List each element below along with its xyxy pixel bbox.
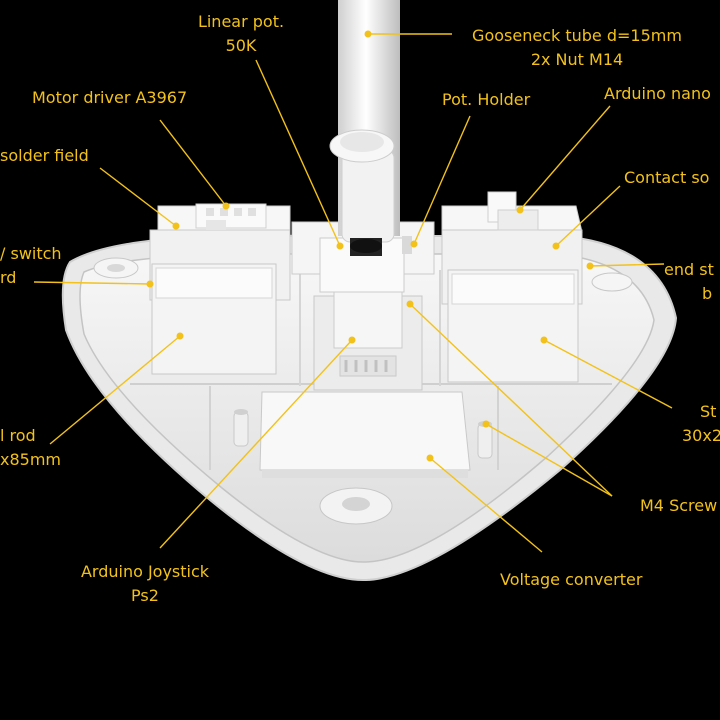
label-switch-line1: / switch: [0, 244, 62, 263]
label-pot-holder: Pot. Holder: [442, 90, 531, 109]
leader-rod: [49, 335, 181, 445]
leader-solder-field: [99, 167, 177, 227]
label-gooseneck-line1: Gooseneck tube d=15mm: [472, 26, 682, 45]
leader-switch: [33, 281, 151, 285]
gooseneck-tube: [329, 0, 400, 256]
leader-motor-driver: [159, 119, 227, 207]
label-stepper-line2: 30x2: [682, 426, 720, 445]
label-end-stop: end st b: [664, 258, 714, 306]
leader-endpoints: [146, 30, 594, 462]
label-linear-pot: Linear pot. 50K: [176, 10, 306, 58]
label-stepper-line1: St: [700, 402, 717, 421]
voltage-converter-box: [259, 391, 471, 478]
label-gooseneck-line2: 2x Nut M14: [530, 50, 624, 69]
label-solder-field: solder field: [0, 146, 89, 165]
label-linear-pot-line1: Linear pot.: [197, 12, 285, 31]
label-contact-solder: Contact so: [624, 168, 710, 187]
leader-pot-holder: [413, 115, 471, 245]
leader-m4-screw-a: [409, 303, 613, 497]
label-rod: l rod x85mm: [0, 424, 61, 472]
leader-stepper: [543, 339, 673, 409]
mounting-bosses: [93, 257, 633, 525]
leader-contact-solder: [555, 185, 621, 247]
label-voltage-converter: Voltage converter: [500, 570, 643, 589]
label-rod-line1: l rod: [0, 426, 36, 445]
right-stepper-box: [447, 269, 579, 383]
label-joystick: Arduino Joystick Ps2: [60, 560, 230, 608]
label-motor-driver: Motor driver A3967: [32, 88, 188, 107]
label-gooseneck: Gooseneck tube d=15mm 2x Nut M14: [452, 24, 702, 72]
label-switch-line2: rd: [0, 268, 17, 287]
leader-lines: [33, 33, 673, 553]
label-switch: / switch rd: [0, 242, 62, 290]
label-end-stop-line2: b: [702, 284, 713, 303]
leader-voltage-converter: [429, 457, 543, 553]
label-rod-line2: x85mm: [0, 450, 61, 469]
leader-m4-screw-b: [485, 423, 613, 497]
label-joystick-line1: Arduino Joystick: [80, 562, 210, 581]
label-m4-screw: M4 Screw: [640, 496, 718, 515]
label-linear-pot-line2: 50K: [225, 36, 257, 55]
label-stepper: St 30x2: [682, 400, 720, 448]
joystick-module: [313, 289, 423, 391]
leader-end-stop: [589, 263, 665, 267]
leader-joystick: [159, 339, 353, 549]
leader-linear-pot: [255, 59, 341, 247]
leader-arduino-nano: [519, 105, 611, 211]
left-stepper-box: [151, 263, 277, 375]
label-end-stop-line1: end st: [664, 260, 714, 279]
label-arduino-nano: Arduino nano: [604, 84, 711, 103]
label-joystick-line2: Ps2: [131, 586, 159, 605]
